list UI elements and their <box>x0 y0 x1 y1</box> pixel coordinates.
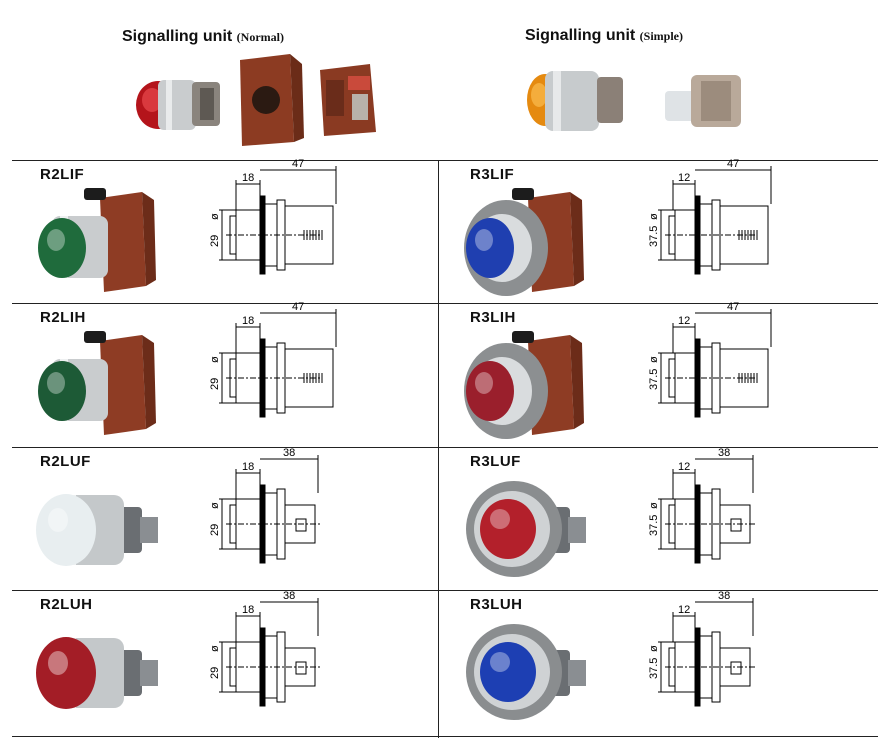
dimension-width-label: 18 <box>242 461 254 473</box>
divider-row-3 <box>12 590 878 591</box>
model-label-r3lif: R3LIF <box>470 166 515 183</box>
dimension-drawing: 18 38 29 ø <box>209 590 320 707</box>
dimension-drawing: 12 47 37.5 ø <box>648 158 772 275</box>
divider-row-2 <box>12 447 878 448</box>
header-simple: Signalling unit (Simple) <box>525 27 683 45</box>
product-photo <box>36 494 158 566</box>
product-photo <box>36 637 158 709</box>
product-photo <box>466 481 586 577</box>
dimension-drawing: 12 38 37.5 ø <box>648 590 755 707</box>
product-photo <box>38 331 156 435</box>
header-normal-title: Signalling unit <box>122 28 233 45</box>
dimension-diameter-symbol: ø <box>209 356 221 363</box>
dimension-length-label: 47 <box>292 158 304 170</box>
dimension-diameter-label: 37.5 <box>648 226 660 247</box>
dimension-width-label: 12 <box>678 604 690 616</box>
model-label-r3luf: R3LUF <box>470 453 521 470</box>
dimension-diameter-label: 37.5 <box>648 658 660 679</box>
model-label-r2luh: R2LUH <box>40 596 93 613</box>
dimension-diameter-label: 37.5 <box>648 515 660 536</box>
dimension-length-label: 38 <box>283 447 295 459</box>
dimension-drawing: 18 38 29 ø <box>209 447 320 564</box>
dimension-diameter-symbol: ø <box>648 645 660 652</box>
dimension-diameter-label: 29 <box>209 667 221 679</box>
divider-vertical <box>438 160 439 738</box>
dimension-diameter-symbol: ø <box>209 645 221 652</box>
dimension-width-label: 18 <box>242 172 254 184</box>
dimension-drawing: 18 47 29 ø <box>209 158 337 275</box>
dimension-diameter-symbol: ø <box>209 213 221 220</box>
model-label-r2luf: R2LUF <box>40 453 91 470</box>
dimension-diameter-label: 37.5 <box>648 369 660 390</box>
product-photo <box>464 188 584 296</box>
dimension-length-label: 47 <box>727 158 739 170</box>
header-simple-title: Signalling unit <box>525 27 636 44</box>
dimension-width-label: 18 <box>242 604 254 616</box>
dimension-length-label: 47 <box>292 301 304 313</box>
dimension-length-label: 47 <box>727 301 739 313</box>
dimension-diameter-label: 29 <box>209 235 221 247</box>
dimension-diameter-label: 29 <box>209 524 221 536</box>
product-photo <box>38 188 156 292</box>
header-simple-subtitle: (Simple) <box>639 29 684 43</box>
product-photo <box>466 624 586 720</box>
dimension-drawing: 18 47 29 ø <box>209 301 337 418</box>
model-label-r3luh: R3LUH <box>470 596 523 613</box>
dimension-width-label: 12 <box>678 315 690 327</box>
dimension-length-label: 38 <box>718 590 730 602</box>
normal-signalling-unit-image <box>136 54 376 146</box>
dimension-width-label: 12 <box>678 461 690 473</box>
dimension-length-label: 38 <box>718 447 730 459</box>
header-normal: Signalling unit (Normal) <box>122 28 284 46</box>
divider-top <box>12 160 878 161</box>
simple-signalling-unit-image <box>527 71 741 131</box>
divider-row-1 <box>12 303 878 304</box>
dimension-diameter-symbol: ø <box>209 502 221 509</box>
dimension-diameter-symbol: ø <box>648 213 660 220</box>
dimension-drawing: 12 47 37.5 ø <box>648 301 772 418</box>
header-normal-subtitle: (Normal) <box>236 30 284 44</box>
dimension-length-label: 38 <box>283 590 295 602</box>
divider-bottom <box>12 736 878 737</box>
dimension-drawing: 12 38 37.5 ø <box>648 447 755 564</box>
dimension-diameter-symbol: ø <box>648 502 660 509</box>
product-photo <box>464 331 584 439</box>
model-label-r2lif: R2LIF <box>40 166 85 183</box>
dimension-width-label: 12 <box>678 172 690 184</box>
model-label-r2lih: R2LIH <box>40 309 86 326</box>
dimension-width-label: 18 <box>242 315 254 327</box>
dimension-diameter-symbol: ø <box>648 356 660 363</box>
dimension-diameter-label: 29 <box>209 378 221 390</box>
model-label-r3lih: R3LIH <box>470 309 516 326</box>
